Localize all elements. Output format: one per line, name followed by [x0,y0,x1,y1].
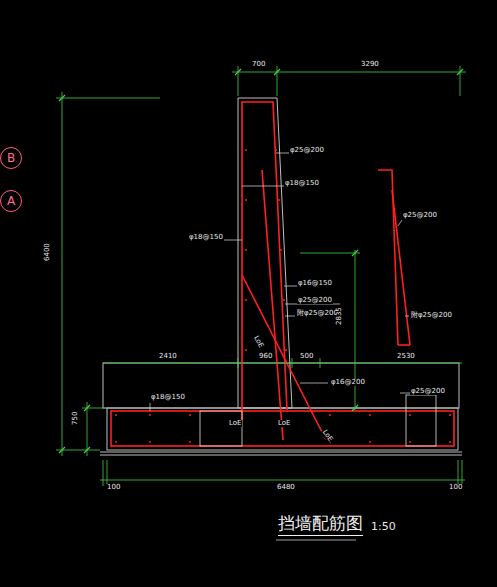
dimension: 6480 [276,484,296,491]
rebar-spec: φ18@150 [150,394,186,401]
dimension: 750 [72,411,79,426]
rebar-spec: φ25@200 [297,297,333,304]
dimension: 700 [251,61,266,68]
dimension: 2835 [336,306,343,326]
drawing-title: 挡墙配筋图 [278,512,363,536]
rebar-spec: φ25@200 [410,388,446,395]
rebar-spec: 附φ25@200 [410,312,453,319]
axis-letter: B [7,151,15,165]
anchorage-mark: LoE [277,420,291,427]
dimension: 3290 [360,61,380,68]
axis-bubble: B [0,147,22,169]
anchorage-mark: LoE [252,334,265,350]
dimension: 6400 [44,242,51,262]
anchorage-mark: LoE [320,428,334,444]
rebar-spec: φ25@200 [402,212,438,219]
rebar-spec: φ18@150 [188,234,224,241]
dimension: 960 [258,353,273,360]
axis-bubble: A [0,190,22,212]
anchorage-mark: LoE [228,420,242,427]
axis-letter: A [7,194,15,208]
dimension: 100 [106,484,121,491]
dimension: 100 [448,484,463,491]
rebar-spec: φ16@150 [297,280,333,287]
scale: 1:50 [370,521,397,532]
dimension: 500 [299,353,314,360]
dimension: 2410 [158,353,178,360]
dimension: 2530 [396,353,416,360]
rebar-spec: φ18@150 [284,180,320,187]
rebar-spec: φ25@200 [289,147,325,154]
rebar-spec: 附φ25@200 [296,310,339,317]
rebar-spec: φ16@200 [330,379,366,386]
